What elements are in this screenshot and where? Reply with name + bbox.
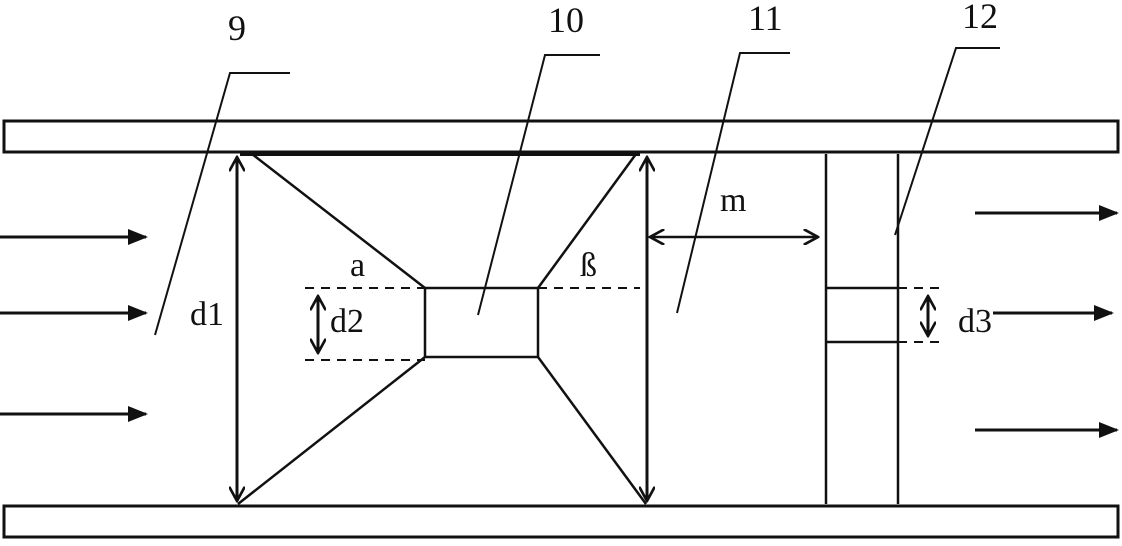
part-label-9: 9 (228, 8, 246, 48)
leader-10 (477, 54, 600, 316)
leader-12 (894, 47, 1000, 236)
leader-lines (154, 47, 1000, 336)
reference-dashes (305, 287, 942, 361)
d1-label: d1 (190, 296, 224, 333)
leader-9 (154, 72, 290, 336)
beta-label: ß (580, 247, 597, 284)
alpha-label: a (350, 247, 365, 284)
venturi-nozzle (237, 152, 648, 505)
outlet-flow-arrows (975, 205, 1119, 438)
leader-11 (676, 52, 790, 314)
orifice-plate (824, 154, 900, 504)
part-label-10: 10 (548, 0, 584, 40)
throat (423, 286, 540, 359)
inlet-flow-arrows (0, 229, 148, 422)
pipe-bottom-wall (2, 504, 1120, 539)
d2-label: d2 (330, 303, 364, 340)
pipe-top-wall (2, 119, 1120, 154)
part-label-11: 11 (748, 0, 783, 38)
d3-label: d3 (958, 303, 992, 340)
m-label: m (720, 182, 746, 219)
part-label-12: 12 (962, 0, 998, 36)
